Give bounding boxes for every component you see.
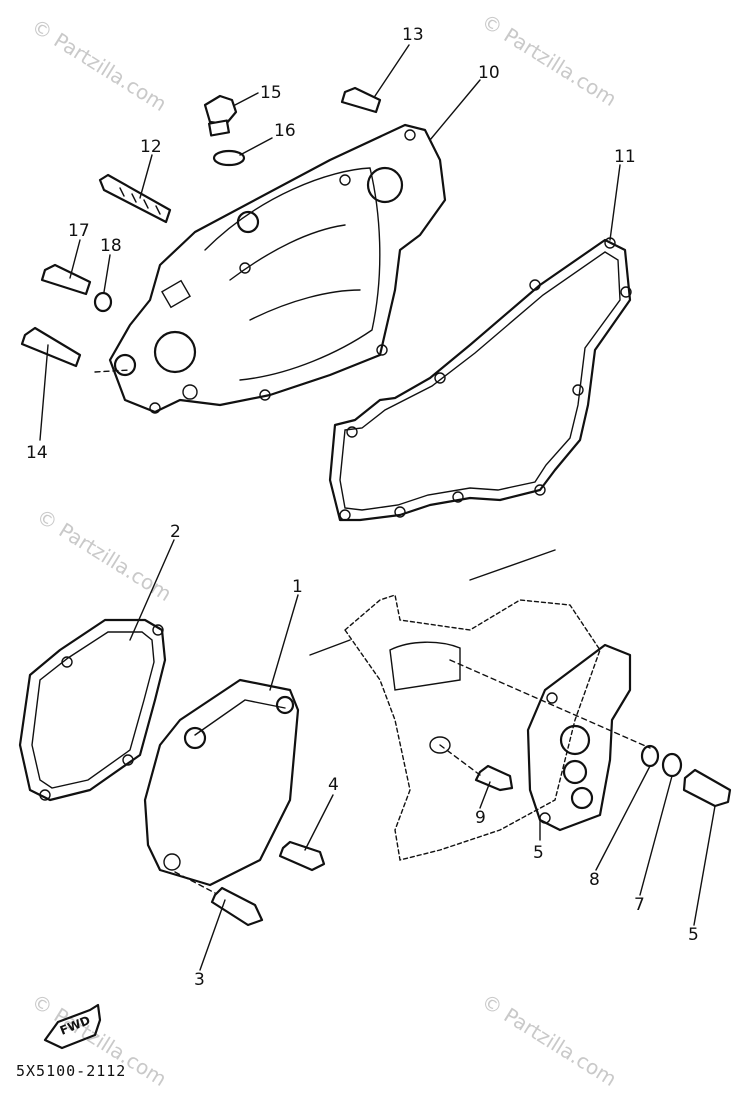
callout-6: 5 xyxy=(688,925,699,945)
part-2-gasket xyxy=(18,618,167,802)
diagram-code: 5X5100-2112 xyxy=(16,1062,126,1080)
callout-8: 8 xyxy=(589,870,600,890)
callout-13: 13 xyxy=(402,25,424,45)
part-14-bolt xyxy=(20,326,82,368)
callout-11: 11 xyxy=(614,147,636,167)
part-9-bolt xyxy=(474,764,514,792)
leader-lines xyxy=(39,44,716,971)
callout-9: 9 xyxy=(475,808,486,828)
callout-12: 12 xyxy=(140,137,162,157)
callout-14: 14 xyxy=(26,443,48,463)
part-18-washer xyxy=(93,291,113,313)
callout-2: 2 xyxy=(170,522,181,542)
callout-18: 18 xyxy=(100,236,122,256)
watermark-top-left: © Partzilla.com xyxy=(27,14,171,116)
callout-7: 7 xyxy=(634,895,645,915)
part-16-o-ring xyxy=(212,149,246,167)
watermark-top-right: © Partzilla.com xyxy=(477,9,621,111)
part-15-plug xyxy=(203,94,238,137)
part-7-washer xyxy=(661,752,683,778)
engine-block-outline xyxy=(309,549,601,861)
watermark-middle: © Partzilla.com xyxy=(32,504,176,606)
part-10-crankcase-cover xyxy=(108,123,447,414)
watermarks: © Partzilla.com © Partzilla.com © Partzi… xyxy=(27,9,621,1091)
part-8-washer xyxy=(640,744,660,768)
part-11-gasket xyxy=(328,237,632,522)
part-13-bolt xyxy=(340,86,382,114)
callouts: 13 10 15 16 11 12 17 18 14 2 1 4 3 9 5 8… xyxy=(26,25,699,990)
callout-17: 17 xyxy=(68,221,90,241)
part-17-bolt xyxy=(40,263,92,296)
callout-15: 15 xyxy=(260,83,282,103)
callout-4: 4 xyxy=(328,775,339,795)
watermark-bottom-right: © Partzilla.com xyxy=(477,989,621,1091)
part-12-bolt xyxy=(98,173,172,224)
callout-16: 16 xyxy=(274,121,296,141)
part-3-bolt xyxy=(210,886,264,927)
part-4-bolt xyxy=(278,840,326,872)
part-5-pump-cover xyxy=(526,643,632,832)
callout-5-lower: 5 xyxy=(533,843,544,863)
callout-1: 1 xyxy=(292,577,303,597)
part-6-bolt xyxy=(682,768,732,808)
part-1-cover xyxy=(143,678,300,887)
callout-3: 3 xyxy=(194,970,205,990)
callout-10: 10 xyxy=(478,63,500,83)
